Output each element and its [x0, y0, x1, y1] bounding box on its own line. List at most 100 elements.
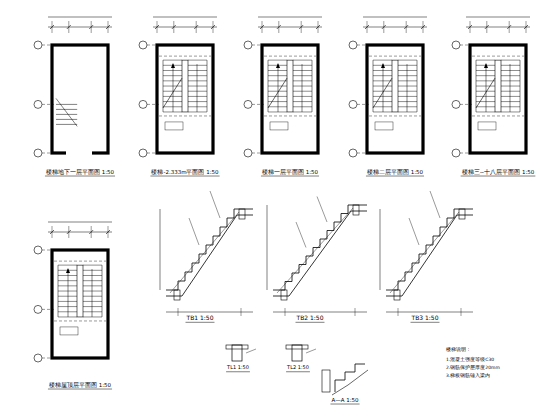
axis-bubble: [349, 100, 357, 108]
drawing-line: [188, 80, 207, 81]
drawing-line: [501, 80, 520, 81]
drawing-line: [293, 65, 312, 66]
drawing-label: 楼梯说明：: [445, 347, 472, 353]
axis-bubble: [34, 149, 42, 157]
slab-underside: [386, 215, 473, 296]
drawing-line: [293, 106, 312, 107]
drawing-line: [501, 86, 520, 87]
drawing-line: [268, 86, 287, 87]
drawing-line: [501, 91, 520, 92]
label-text: 楼梯三~十八层平面图 1:50: [461, 169, 536, 175]
drawing-line: [258, 27, 322, 28]
drawing-line: [398, 96, 417, 97]
drawing-line: [153, 17, 217, 18]
drawing-line: [163, 106, 182, 107]
drawing-line: [83, 311, 102, 312]
drawing-line: [58, 301, 77, 302]
drawing-line: [268, 60, 269, 112]
drawing-line: [461, 176, 536, 177]
drawing-line: [188, 111, 207, 112]
drawing-line: [58, 280, 77, 281]
drawing-line: [306, 349, 316, 353]
drawing-label: 楼梯一层平面图 1:50: [261, 169, 319, 175]
stair-wall: [367, 45, 423, 153]
drawing-line: [466, 27, 530, 28]
drawing-label: 1.混凝土强度等级C30: [445, 358, 495, 363]
drawing-line: [423, 21, 424, 33]
drawing-line: [476, 96, 495, 97]
drawing-label: TB2 1:50: [296, 315, 325, 322]
stair-wall: [52, 45, 108, 153]
drawing-line: [501, 65, 520, 66]
drawing-line: [188, 106, 207, 107]
drawing-line: [398, 75, 417, 76]
stair-profile: [386, 209, 473, 290]
drawing-line: [398, 80, 417, 81]
handrail: [182, 60, 188, 112]
drawing-line: [380, 209, 381, 290]
drawing-line: [261, 176, 319, 177]
drawing-line: [68, 226, 69, 238]
drawing-line: [159, 56, 211, 57]
drawing-line: [188, 101, 207, 102]
drawing-line: [226, 371, 250, 372]
handrail: [77, 265, 83, 317]
drawing-line: [373, 70, 392, 71]
drawing-line: [188, 86, 207, 87]
door-opening: [66, 150, 92, 156]
drawing-line: [268, 75, 287, 76]
drawing-line: [262, 21, 263, 33]
drawing-line: [363, 27, 427, 28]
drawing-line: [48, 389, 112, 390]
drawing-line: [163, 80, 182, 81]
drawing-line: [398, 60, 417, 61]
drawing-line: [56, 114, 77, 115]
drawing-line: [68, 21, 69, 33]
axis-bubble: [244, 149, 252, 157]
drawing-label: TB1 1:50: [186, 315, 215, 322]
drawing-line: [258, 17, 322, 18]
axis-bubble: [139, 100, 147, 108]
axis-bubble: [349, 149, 357, 157]
drawing-line: [398, 91, 417, 92]
drawing-line: [461, 308, 462, 316]
axis-bubble: [34, 354, 42, 362]
drawing-line: [264, 115, 316, 116]
drawing-line: [108, 21, 109, 33]
drawing-line: [510, 64, 511, 112]
label-text: 楼梯二层平面图 1:50: [366, 169, 424, 175]
drawing-line: [373, 91, 392, 92]
drawing-line: [207, 60, 208, 112]
drawing-line: [509, 21, 510, 33]
drawing-line: [476, 111, 495, 112]
label-text: 楼梯-2.333m平面图 1:50: [150, 169, 219, 175]
label-text: A—A 1:50: [330, 397, 359, 403]
drawing-line: [173, 64, 174, 112]
drawing-label: TB3 1:50: [411, 315, 440, 322]
label-text: TB2 1:50: [296, 314, 325, 321]
drawing-line: [56, 109, 77, 110]
drawing-line: [398, 101, 417, 102]
slab-underside: [166, 215, 253, 296]
stair-profile: [166, 209, 253, 290]
drawing-line: [501, 106, 520, 107]
drawing-line: [363, 17, 427, 18]
level-mark: [478, 122, 496, 130]
drawing-line: [476, 86, 495, 87]
drawing-line: [286, 371, 310, 372]
slab-underside: [273, 211, 367, 296]
drawing-line: [293, 60, 312, 61]
drawing-line: [411, 322, 440, 323]
axis-bubble: [244, 41, 252, 49]
drawing-line: [293, 91, 312, 92]
drawing-line: [373, 80, 392, 81]
drawing-line: [163, 60, 164, 112]
level-mark: [165, 122, 183, 130]
drawing-line: [83, 306, 102, 307]
drawing-line: [476, 78, 495, 108]
drawing-line: [302, 64, 303, 112]
drawing-label: TL1 1:50: [226, 365, 250, 371]
drawing-line: [157, 21, 158, 33]
drawing-line: [268, 111, 287, 112]
drawing-line: [296, 322, 325, 323]
